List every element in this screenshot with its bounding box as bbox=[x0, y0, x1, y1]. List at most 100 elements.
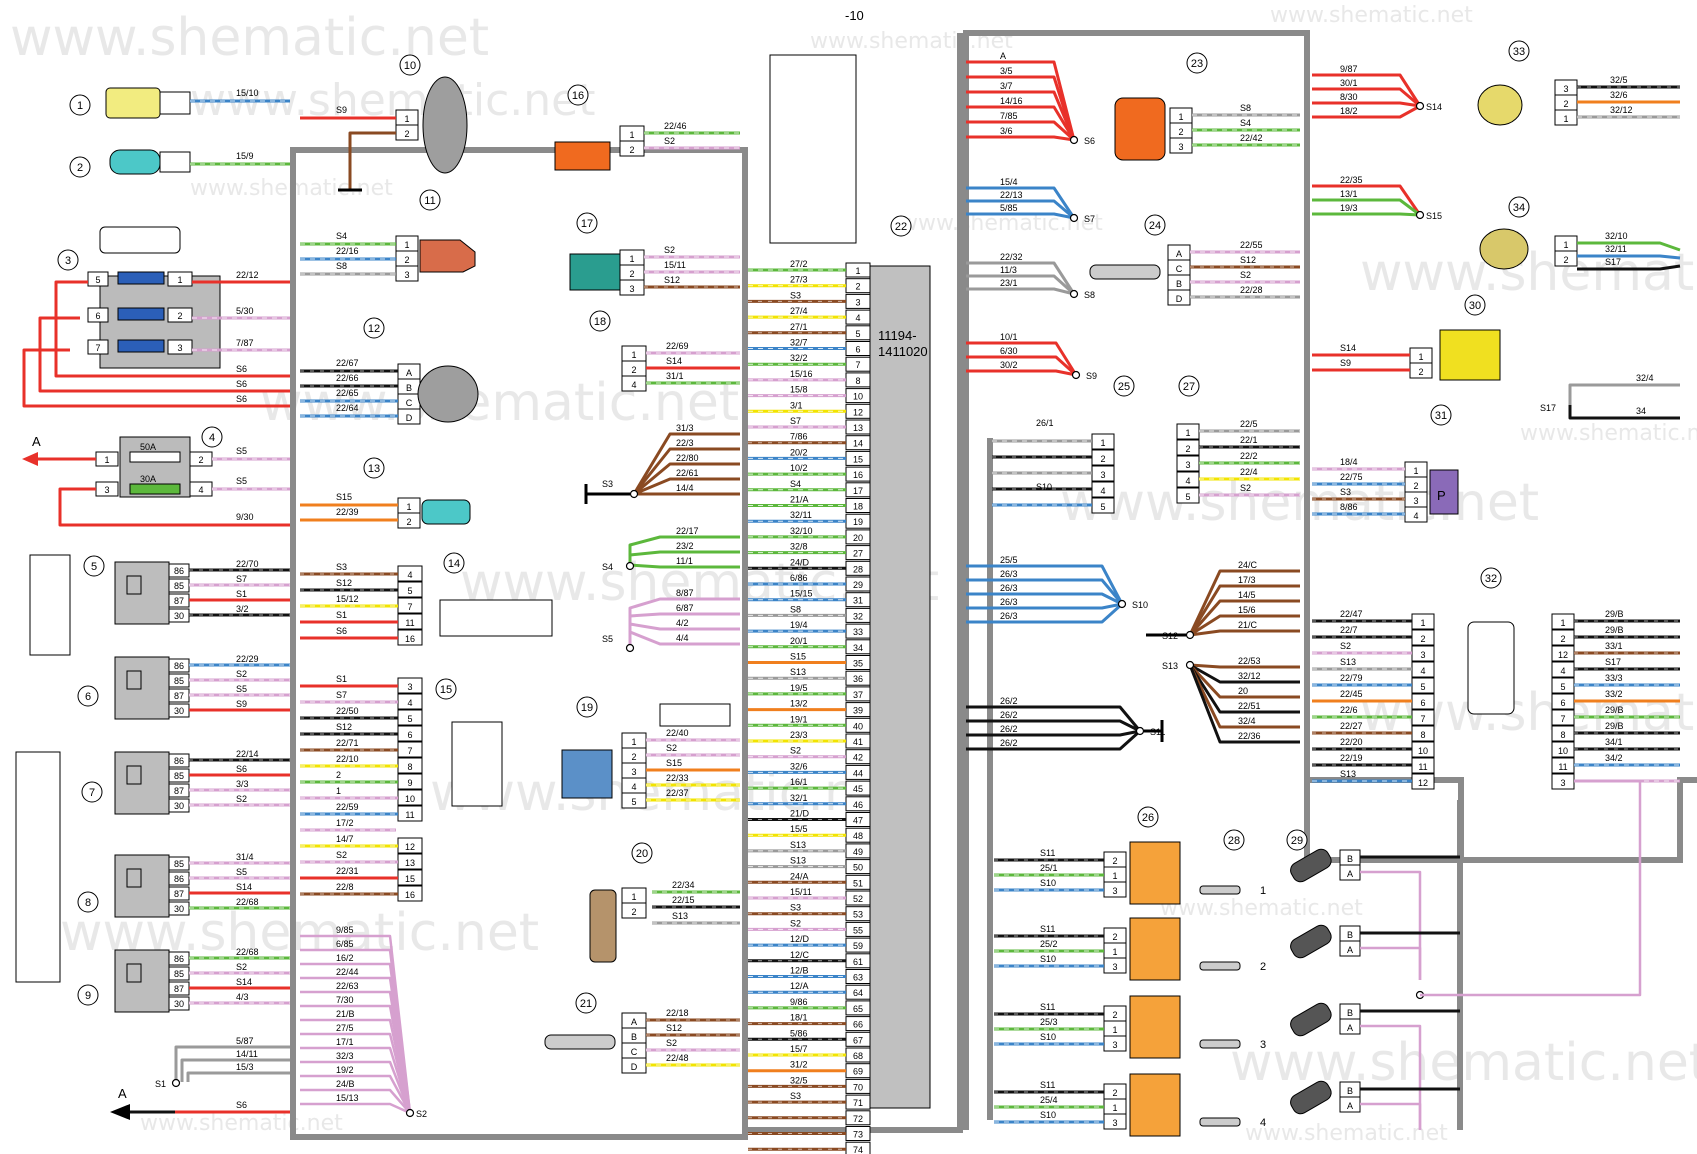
component-callout bbox=[363, 457, 385, 479]
component-number: 10 bbox=[404, 60, 416, 72]
pin-number: 2 bbox=[177, 311, 182, 321]
wire bbox=[1420, 779, 1642, 997]
component-number: 14 bbox=[448, 558, 460, 570]
wire-label: 3/6 bbox=[1000, 126, 1013, 136]
wire-label: S6 bbox=[236, 364, 247, 374]
pin-number: C bbox=[1176, 264, 1183, 274]
connector-pin bbox=[621, 902, 647, 919]
splice-wire bbox=[966, 287, 1075, 296]
wire-label: S2 bbox=[664, 136, 675, 146]
pin-number: 1 bbox=[1112, 947, 1117, 957]
connector-32-face bbox=[1467, 621, 1515, 715]
pin-number: 86 bbox=[174, 874, 184, 884]
splice-wire bbox=[966, 592, 1123, 606]
splice-wire bbox=[966, 75, 1076, 141]
ecu-label: 1411020 bbox=[878, 344, 928, 359]
pin-number: 63 bbox=[853, 973, 863, 983]
splice-node bbox=[625, 561, 635, 571]
wire-label: S2 bbox=[236, 669, 247, 679]
wire-label: 22/45 bbox=[1340, 689, 1363, 699]
component-number: 25 bbox=[1118, 381, 1130, 393]
pin-number: 6 bbox=[407, 730, 412, 740]
pin-number: 2 bbox=[406, 517, 411, 527]
pin-number: D bbox=[631, 1062, 638, 1072]
component-callout bbox=[1186, 52, 1208, 74]
wire-label: S11 bbox=[1040, 924, 1055, 934]
splice-wire bbox=[966, 135, 1075, 142]
component-callout bbox=[201, 426, 223, 448]
splice-wire bbox=[966, 274, 1076, 296]
splice-wire bbox=[633, 462, 740, 496]
fuse-connector-face bbox=[99, 226, 181, 254]
pin-number: 64 bbox=[853, 988, 863, 998]
wire-label: 10/2 bbox=[790, 463, 808, 473]
pin-number: 17 bbox=[853, 486, 863, 496]
ground-wire bbox=[348, 131, 396, 190]
splice-wire bbox=[633, 477, 740, 496]
watermark: www.shematic.net bbox=[1360, 243, 1697, 303]
wire bbox=[1577, 241, 1681, 252]
wire-label: 22/80 bbox=[676, 453, 699, 463]
cylinder-number: 1 bbox=[1260, 885, 1266, 897]
pin-number: 71 bbox=[853, 1098, 863, 1108]
wire-label: S13 bbox=[1340, 769, 1356, 779]
pin-number: 3 bbox=[1112, 1118, 1117, 1128]
splice-wire bbox=[966, 564, 1124, 605]
pin-number: 85 bbox=[174, 771, 184, 781]
wire-label: 6/85 bbox=[336, 939, 354, 949]
wire-label: S10 bbox=[1040, 1110, 1056, 1120]
pin-number: 10 bbox=[853, 392, 863, 402]
component-number: 9 bbox=[85, 990, 91, 1002]
splice-wire bbox=[1188, 663, 1300, 699]
wire-label: S8 bbox=[790, 604, 801, 614]
oxygen-sensor-24 bbox=[1089, 264, 1161, 280]
pin-number: 61 bbox=[853, 957, 863, 967]
watermark: www.shematic.net bbox=[1520, 421, 1697, 446]
wire-label: 22/65 bbox=[336, 388, 359, 398]
wire-label: S14 bbox=[236, 977, 252, 987]
pin-number: 3 bbox=[1420, 650, 1425, 660]
wire-label: 22/47 bbox=[1340, 609, 1363, 619]
wire-label: S15 bbox=[790, 652, 806, 662]
splice-label: S8 bbox=[1084, 290, 1095, 300]
injector-wire bbox=[1360, 1102, 1422, 1130]
wire-label: S2 bbox=[1340, 641, 1351, 651]
arrow-a bbox=[22, 452, 38, 466]
pin-number: 33 bbox=[853, 627, 863, 637]
wire-label: S6 bbox=[236, 764, 247, 774]
connector-pin bbox=[167, 339, 193, 355]
connector-pin bbox=[87, 271, 109, 287]
power-wire bbox=[38, 316, 290, 393]
splice-label: S17 bbox=[1540, 403, 1556, 413]
pin-number: 47 bbox=[853, 816, 863, 826]
wire-label: 22/10 bbox=[336, 754, 359, 764]
component-callout bbox=[1430, 404, 1452, 426]
wire-label: 15/3 bbox=[236, 1062, 254, 1072]
splice-label: S10 bbox=[1132, 600, 1148, 610]
watermark: www.shematic.net bbox=[1160, 896, 1363, 921]
splice-wire bbox=[1312, 101, 1421, 108]
wire-label: S6 bbox=[336, 626, 347, 636]
wire-label: A bbox=[1000, 51, 1006, 61]
power-wire bbox=[54, 280, 290, 378]
fuse bbox=[117, 307, 165, 321]
wire-label: 22/29 bbox=[236, 654, 259, 664]
wire-label: S4 bbox=[790, 479, 801, 489]
splice-node bbox=[1071, 370, 1081, 380]
wire-label: S9 bbox=[336, 105, 347, 115]
wire-label: 26/2 bbox=[1000, 738, 1018, 748]
wire-label: 22/36 bbox=[1238, 731, 1261, 741]
wire-label: 9/85 bbox=[336, 925, 354, 935]
wire-label: 22/69 bbox=[666, 341, 689, 351]
wire-label: 32/5 bbox=[1610, 75, 1628, 85]
wire-label: S7 bbox=[236, 574, 247, 584]
wire-label: 22/8 bbox=[336, 882, 354, 892]
splice-label: S13 bbox=[1162, 661, 1178, 671]
pin-number: 14 bbox=[853, 439, 863, 449]
component-callout bbox=[69, 156, 91, 178]
splice-wire bbox=[628, 550, 740, 566]
wire-label: 12/A bbox=[790, 981, 809, 991]
splice-label: S6 bbox=[1084, 136, 1095, 146]
pin-number: 2 bbox=[1112, 932, 1117, 942]
component-number: 1 bbox=[77, 100, 83, 112]
